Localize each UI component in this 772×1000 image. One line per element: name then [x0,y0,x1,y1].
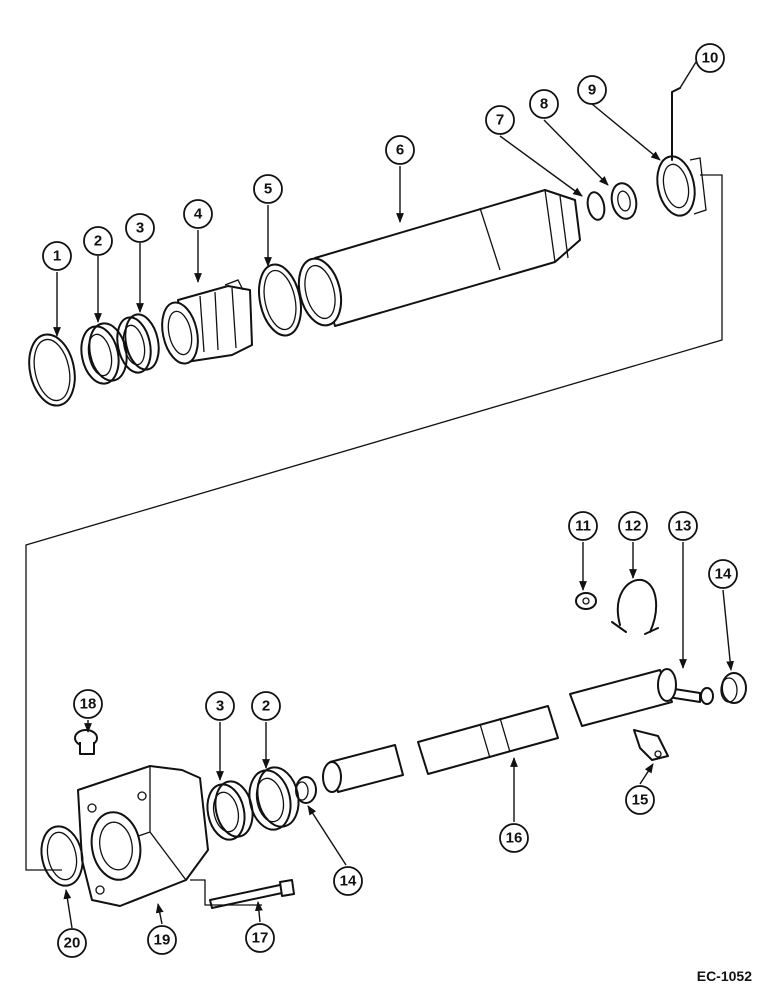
callout-17: 17 [245,923,275,953]
callout-1: 1 [42,241,72,271]
callout-15: 15 [625,785,655,815]
callout-9: 9 [577,75,607,105]
callout-8: 8 [529,89,559,119]
callout-2: 2 [83,226,113,256]
leader-lines [53,61,735,929]
svg-text:13: 13 [675,518,692,535]
callout-10: 10 [695,43,725,73]
part-2-seal-lower [248,766,300,831]
svg-text:9: 9 [588,82,596,99]
svg-text:15: 15 [632,792,649,809]
part-16-rod [322,668,677,793]
svg-text:19: 19 [154,932,171,949]
svg-text:6: 6 [396,142,404,159]
part-12-clamp [611,578,659,635]
part-1-o-ring [28,333,76,407]
svg-text:5: 5 [264,181,272,198]
part-10-wire-ring [671,87,681,161]
callout-3: 3 [125,213,155,243]
callout-14-upper: 14 [708,559,738,589]
svg-text:3: 3 [136,220,144,237]
svg-text:11: 11 [575,518,591,535]
callout-3-lower: 3 [205,691,235,721]
svg-text:8: 8 [540,96,548,113]
part-18-grease-fitting [74,729,98,755]
svg-text:12: 12 [625,518,642,535]
callout-5: 5 [253,174,283,204]
svg-text:14: 14 [340,873,357,890]
assembly-frame [25,174,723,906]
svg-text:17: 17 [252,930,269,947]
callout-19: 19 [147,925,177,955]
svg-text:4: 4 [194,206,203,223]
svg-text:2: 2 [262,698,270,715]
callout-11: 11 [568,511,598,541]
part-2-seal [80,322,128,385]
svg-text:10: 10 [702,50,719,67]
svg-text:2: 2 [94,233,102,250]
callout-16: 16 [499,823,529,853]
svg-text:1: 1 [53,248,61,265]
part-11-nut [575,592,597,610]
svg-text:18: 18 [80,696,97,713]
part-6-barrel [297,189,581,327]
svg-text:20: 20 [64,935,81,952]
callout-12: 12 [618,511,648,541]
part-4-gland [161,279,253,365]
part-15-bracket [633,729,669,761]
callout-14-lower: 14 [333,866,363,896]
part-17-bolt [209,879,295,909]
callout-4: 4 [183,199,213,229]
part-3-wiper-lower [206,780,254,841]
svg-text:3: 3 [216,698,224,715]
callout-20: 20 [57,928,87,958]
callout-2-lower: 2 [251,691,281,721]
svg-text:16: 16 [506,830,523,847]
part-14-cap-upper [720,672,747,704]
svg-text:14: 14 [715,566,732,583]
part-8-backup-ring [610,182,638,220]
callout-18: 18 [73,689,103,719]
part-7-o-ring [586,191,606,221]
drawing-code: EC-1052 [696,968,752,984]
part-3-wiper [116,313,160,374]
callout-7: 7 [485,105,515,135]
part-19-cylinder-base [77,765,209,907]
part-20-o-ring [40,825,84,887]
callout-13: 13 [668,511,698,541]
svg-text:7: 7 [496,112,504,129]
part-5-o-ring [258,263,302,337]
part-9-piston [656,155,707,217]
callout-6: 6 [385,135,415,165]
